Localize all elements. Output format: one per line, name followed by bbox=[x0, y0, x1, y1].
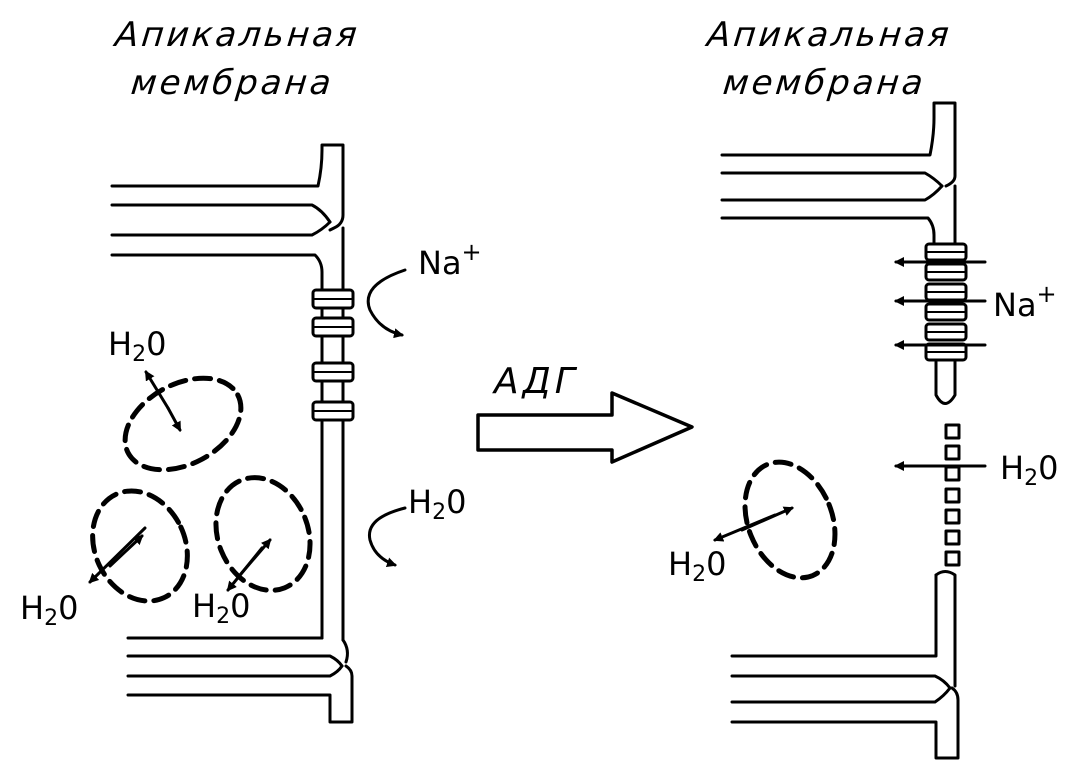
left-vesicle-right bbox=[213, 475, 313, 593]
adg-transition-arrow bbox=[476, 391, 694, 464]
right-title: Апикальная мембрана bbox=[678, 15, 977, 103]
h-symbol: H bbox=[192, 587, 217, 625]
h2o-label-right-membrane: H20 bbox=[1000, 452, 1058, 490]
right-lower-junction bbox=[730, 570, 960, 760]
left-title: Апикальная мембрана bbox=[86, 15, 385, 103]
h-subscript: 2 bbox=[1024, 466, 1039, 491]
right-vesicle bbox=[742, 459, 838, 581]
adg-label: АДГ bbox=[494, 361, 579, 402]
na-ion-label-right: Na+ bbox=[993, 282, 1057, 321]
right-na-arrows bbox=[894, 257, 987, 350]
na-charge: + bbox=[461, 238, 482, 266]
h2o-label-left-bottom: H20 bbox=[20, 592, 78, 630]
na-ion-label-left: Na+ bbox=[418, 240, 482, 279]
h-symbol: H bbox=[108, 325, 133, 363]
right-membrane-rings bbox=[924, 242, 968, 362]
na-curved-arrow-left bbox=[366, 268, 407, 339]
left-upper-junction bbox=[110, 143, 345, 292]
h2o-label-right-vesicle: H20 bbox=[668, 548, 726, 586]
o-symbol: 0 bbox=[1038, 449, 1059, 487]
right-title-line1: Апикальная bbox=[705, 15, 954, 55]
h-subscript: 2 bbox=[692, 562, 707, 587]
right-membrane-fragment bbox=[934, 360, 957, 405]
h-symbol: H bbox=[20, 589, 45, 627]
h-subscript: 2 bbox=[132, 342, 147, 367]
o-symbol: 0 bbox=[230, 587, 251, 625]
h-symbol: H bbox=[668, 545, 693, 583]
o-symbol: 0 bbox=[146, 325, 167, 363]
left-water-arrows bbox=[88, 370, 272, 592]
left-vesicle-top bbox=[122, 375, 244, 473]
right-membrane-water-channels bbox=[944, 423, 961, 567]
right-upper-junction bbox=[720, 101, 957, 246]
h-symbol: H bbox=[408, 483, 433, 521]
h-subscript: 2 bbox=[216, 604, 231, 629]
o-symbol: 0 bbox=[706, 545, 727, 583]
h-symbol: H bbox=[1000, 449, 1025, 487]
h2o-curved-arrow-left bbox=[367, 506, 407, 568]
h-subscript: 2 bbox=[44, 606, 59, 631]
h2o-label-left-membrane: H20 bbox=[408, 486, 466, 524]
left-membrane-tube bbox=[320, 288, 345, 642]
left-title-line2: мембрана bbox=[129, 63, 336, 103]
left-lower-junction bbox=[126, 636, 354, 724]
na-symbol: Na bbox=[418, 244, 462, 282]
left-vesicle-middle bbox=[90, 488, 190, 604]
right-vesicle-water-arrows bbox=[713, 506, 794, 542]
na-charge: + bbox=[1036, 280, 1057, 308]
left-membrane-rings bbox=[311, 288, 355, 422]
h2o-label-left-top: H20 bbox=[108, 328, 166, 366]
h-subscript: 2 bbox=[432, 500, 447, 525]
right-title-line2: мембрана bbox=[721, 63, 928, 103]
left-title-line1: Апикальная bbox=[113, 15, 362, 55]
h2o-label-left-vesicle: H20 bbox=[192, 590, 250, 628]
o-symbol: 0 bbox=[58, 589, 79, 627]
o-symbol: 0 bbox=[446, 483, 467, 521]
na-symbol: Na bbox=[993, 286, 1037, 324]
